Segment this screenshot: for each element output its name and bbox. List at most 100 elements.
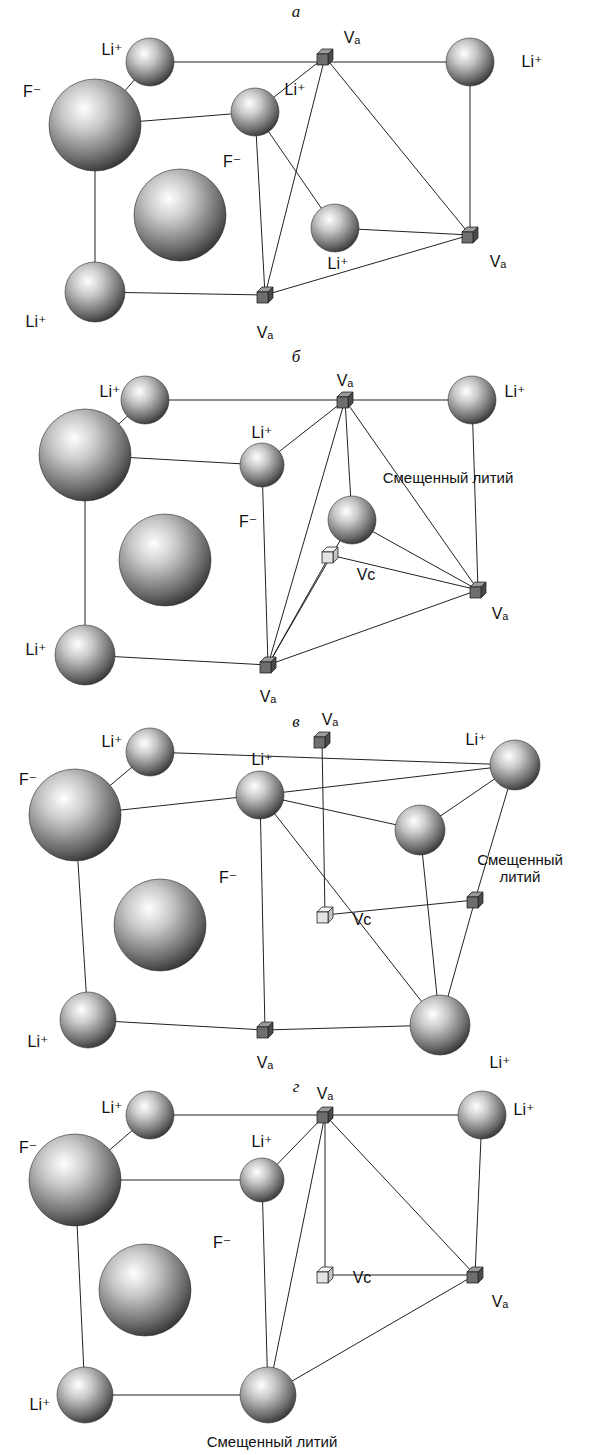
atom-label: F⁻ [23, 83, 41, 101]
anion-vacancy [260, 657, 276, 673]
lattice-line [260, 795, 265, 1030]
atom-label: Li⁺ [252, 1133, 273, 1151]
panel-letter: в [292, 713, 299, 732]
lattice-line [472, 400, 478, 590]
crystal-cell [29, 1091, 506, 1423]
displaced-lithium [328, 496, 376, 544]
lattice-line [262, 465, 268, 665]
fluorine-ion [119, 514, 211, 606]
lithium-ion [121, 376, 169, 424]
atom-label: Li⁺ [26, 313, 47, 331]
fluorine-ion [29, 769, 121, 861]
lithium-ion [490, 740, 540, 790]
fluorine-ion [49, 79, 141, 171]
atom-label: Vc [357, 566, 376, 584]
atom-label: Li⁺ [30, 1396, 51, 1414]
atom-label: F⁻ [19, 1139, 37, 1157]
atom-label: Li⁺ [100, 383, 121, 401]
atom-label: F⁻ [19, 771, 37, 789]
atom-label: Li⁺ [102, 1099, 123, 1117]
atom-label: Смещенный литий [472, 852, 568, 885]
lithium-ion [458, 1091, 506, 1139]
cation-vacancy [317, 1267, 333, 1283]
atom-label: Li⁺ [252, 751, 273, 769]
anion-vacancy [314, 732, 330, 748]
lithium-ion [240, 1158, 284, 1202]
displaced-lithium [395, 805, 445, 855]
lattice-line [262, 1180, 268, 1395]
lithium-ion [126, 1091, 174, 1139]
anion-vacancy [470, 582, 486, 598]
crystal-cell [39, 376, 496, 685]
crystal-cell [29, 728, 540, 1055]
atom-label: F⁻ [219, 869, 237, 887]
atom-label: Li⁺ [328, 255, 349, 273]
atom-label: F⁻ [239, 513, 257, 531]
lattice-line [330, 555, 478, 590]
atom-label: Vc [353, 911, 372, 929]
lithium-ion [448, 376, 496, 424]
atom-label: Vc [353, 1269, 372, 1287]
lattice-line [150, 62, 470, 63]
lattice-line [268, 555, 330, 665]
atom-label: Li⁺ [285, 81, 306, 99]
atom-label: Li⁺ [514, 1101, 535, 1119]
panel-letter: б [292, 348, 301, 367]
atom-label: F⁻ [223, 153, 241, 171]
cation-vacancy [317, 907, 333, 923]
lattice-line [150, 752, 515, 765]
lattice-line [470, 62, 471, 235]
atom-label: Смещенный литий [207, 1434, 338, 1451]
lattice-line [268, 520, 352, 665]
lattice-line [255, 112, 265, 295]
lithium-ion [446, 38, 494, 86]
atom-label: Vₐ [260, 688, 277, 706]
lithium-ion [126, 728, 174, 776]
atom-label: Li⁺ [466, 731, 487, 749]
lithium-ion [410, 995, 470, 1055]
atom-label: Vₐ [257, 324, 274, 342]
lithium-ion [240, 443, 284, 487]
lithium-ion [311, 204, 359, 252]
lithium-ion [65, 262, 125, 322]
atom-label: Li⁺ [522, 53, 543, 71]
cation-vacancy [322, 547, 338, 563]
atom-label: Li⁺ [505, 383, 526, 401]
anion-vacancy [317, 49, 333, 65]
lattice-line [325, 1115, 326, 1275]
anion-vacancy [462, 227, 478, 243]
atom-label: Vₐ [257, 1054, 274, 1072]
atom-label: Смещенный литий [383, 470, 514, 487]
anion-vacancy [257, 287, 273, 303]
lithium-ion [126, 38, 174, 86]
atom-label: Vₐ [337, 372, 354, 390]
lattice-line [345, 400, 478, 590]
atom-label: Li⁺ [102, 41, 123, 59]
lattice-line [322, 740, 325, 915]
atom-label: F⁻ [213, 1234, 231, 1252]
lattice-line [325, 1275, 475, 1276]
lattice-line [268, 1275, 475, 1395]
anion-vacancy [337, 392, 353, 408]
lattice-line [265, 57, 325, 295]
atom-label: Vₐ [317, 1085, 334, 1103]
fluorine-ion [114, 879, 206, 971]
displaced-lithium [240, 1367, 296, 1423]
atom-label: Li⁺ [490, 1054, 511, 1072]
lattice-line [145, 400, 472, 401]
atom-label: Vₐ [492, 1293, 509, 1311]
lithium-ion [231, 88, 279, 136]
lithium-ion [57, 1367, 113, 1423]
lithium-ion [236, 771, 284, 819]
lattice-line [325, 900, 475, 915]
lithium-ion [55, 625, 115, 685]
fluorine-ion [39, 409, 131, 501]
atom-label: Li⁺ [26, 641, 47, 659]
atom-label: Vₐ [322, 711, 339, 729]
lattice-line [268, 590, 478, 665]
fluorine-ion [29, 1134, 121, 1226]
lattice-line [260, 765, 515, 795]
lithium-ion [60, 992, 116, 1048]
atom-label: Vₐ [344, 29, 361, 47]
fluorine-ion [134, 169, 226, 261]
